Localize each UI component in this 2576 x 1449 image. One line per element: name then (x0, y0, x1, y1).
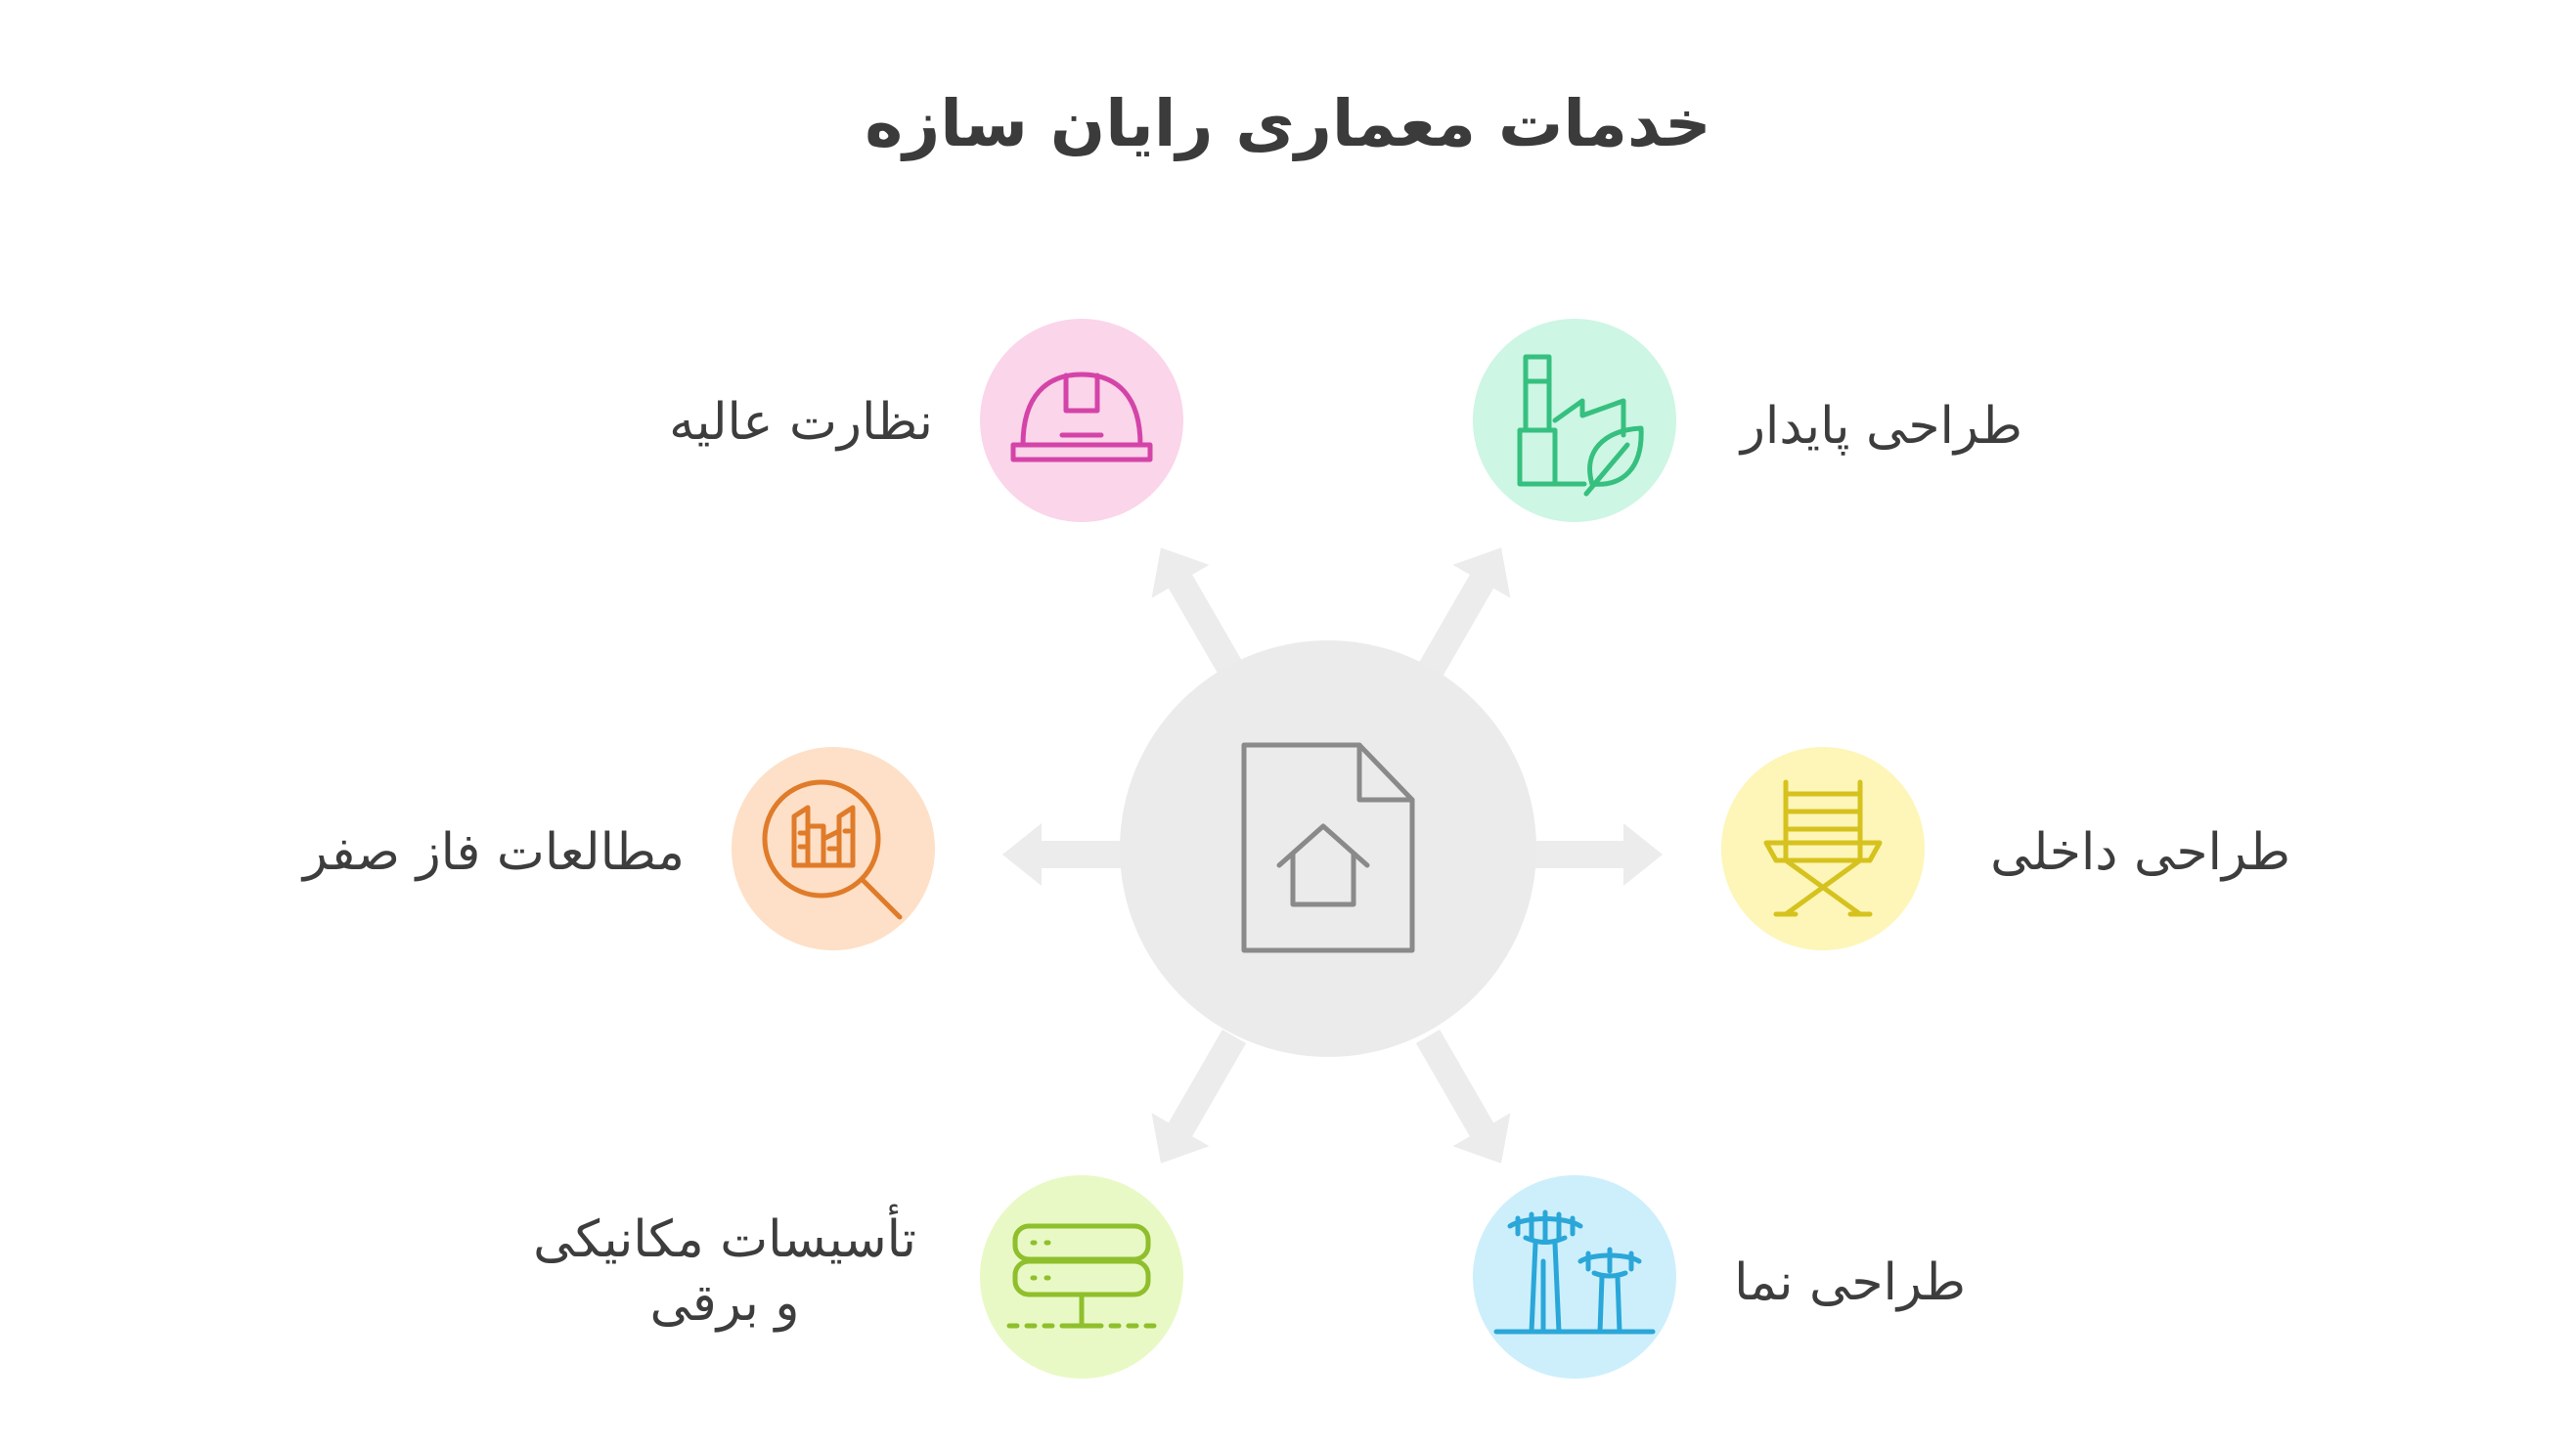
supertrees-icon (1493, 1209, 1656, 1335)
factory-leaf-icon (1517, 354, 1644, 497)
label-mep-line2: و برقی (649, 1274, 800, 1333)
director-chair-icon (1763, 779, 1883, 917)
arrow-to-feasibility (1002, 823, 1130, 886)
arrow-to-facade (1415, 1030, 1511, 1164)
arrow-to-sustainable (1415, 548, 1511, 681)
label-mep-line1: تأسیسات مکانیکی (533, 1210, 916, 1269)
arrow-to-interior (1535, 823, 1663, 886)
magnifier-buildings-icon (762, 779, 903, 920)
hub-circle (1120, 640, 1536, 1057)
label-facade: طراحی نما (1734, 1253, 1966, 1312)
service-feasibility (732, 747, 935, 950)
service-supervision (980, 319, 1183, 522)
service-facade (1473, 1175, 1676, 1379)
service-interior (1721, 747, 1925, 950)
connector-arrows (1002, 548, 1663, 1164)
document-house-icon (1241, 742, 1415, 953)
label-sustainable: طراحی پایدار (1740, 397, 2022, 456)
label-interior: طراحی داخلی (1990, 823, 2290, 882)
label-feasibility: مطالعات فاز صفر (302, 823, 685, 882)
service-mep (980, 1175, 1183, 1379)
service-sustainable (1473, 319, 1676, 522)
label-mep: تأسیسات مکانیکی و برقی (533, 1208, 916, 1336)
hub (1120, 640, 1536, 1057)
hard-hat-icon (1010, 372, 1153, 462)
diagram-title: خدمات معماری رایان سازه (865, 86, 1711, 161)
arrow-to-mep (1151, 1030, 1247, 1164)
label-supervision: نظارت عالیه (669, 393, 933, 452)
server-network-icon (1006, 1223, 1157, 1329)
arrow-to-supervision (1151, 548, 1247, 681)
